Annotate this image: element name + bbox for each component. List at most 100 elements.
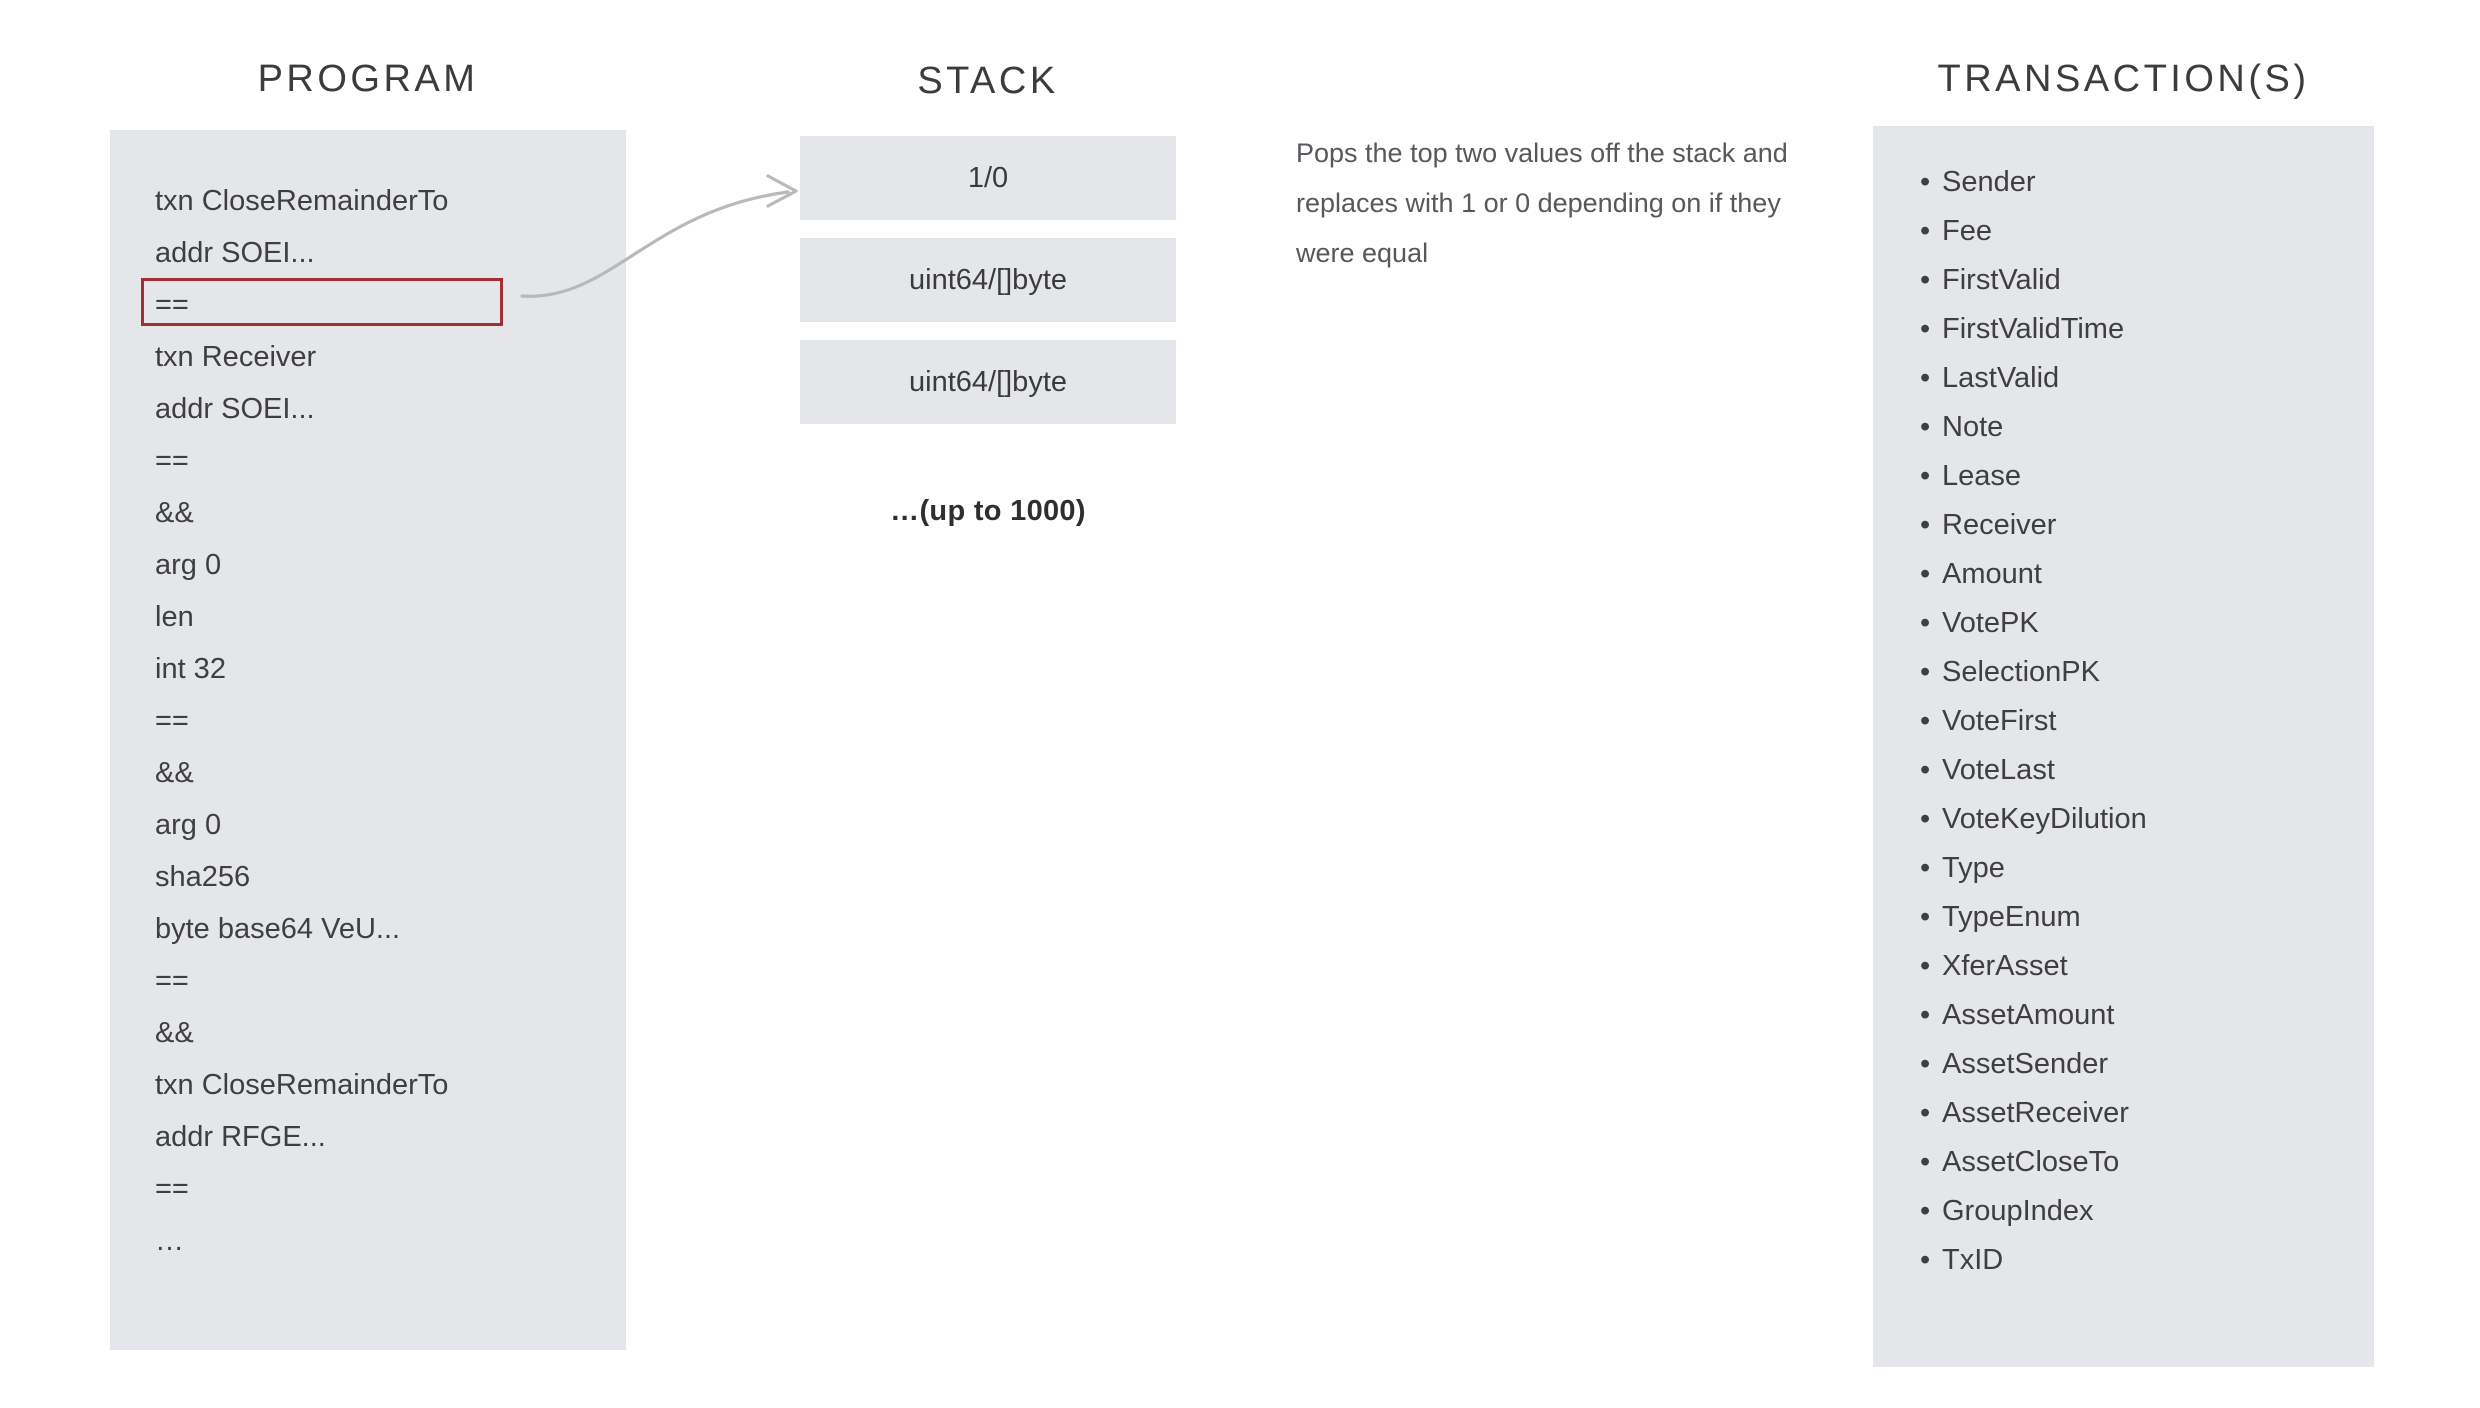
transaction-field: • SelectionPK bbox=[1920, 648, 2360, 697]
transaction-field: • LastValid bbox=[1920, 354, 2360, 403]
bullet-icon: • bbox=[1920, 460, 1931, 492]
transactions-panel bbox=[1873, 126, 2374, 1367]
transaction-field-label: Lease bbox=[1942, 460, 2022, 492]
program-column-title: PROGRAM bbox=[257, 58, 479, 100]
transaction-field: • Sender bbox=[1920, 158, 2360, 207]
transaction-field-label: Amount bbox=[1942, 558, 2042, 590]
bullet-icon: • bbox=[1920, 705, 1931, 737]
transaction-field-label: VoteFirst bbox=[1942, 705, 2057, 737]
bullet-icon: • bbox=[1920, 607, 1931, 639]
program-instruction: arg 0 bbox=[155, 809, 222, 841]
transaction-field-label: AssetCloseTo bbox=[1942, 1146, 2120, 1178]
transaction-field-label: AssetAmount bbox=[1942, 999, 2115, 1031]
program-instruction: sha256 bbox=[155, 861, 251, 893]
transactions-column-title: TRANSACTION(S) bbox=[1937, 58, 2310, 100]
program-instruction: addr SOEI... bbox=[155, 237, 315, 269]
program-instruction: arg 0 bbox=[155, 549, 222, 581]
bullet-icon: • bbox=[1920, 1244, 1931, 1276]
bullet-icon: • bbox=[1920, 558, 1931, 590]
program-instruction: len bbox=[155, 601, 194, 633]
transaction-field-label: VoteKeyDilution bbox=[1942, 803, 2147, 835]
transaction-field-label: AssetSender bbox=[1942, 1048, 2109, 1080]
bullet-icon: • bbox=[1920, 803, 1931, 835]
bullet-icon: • bbox=[1920, 999, 1931, 1031]
transaction-field: • Note bbox=[1920, 403, 2360, 452]
bullet-icon: • bbox=[1920, 509, 1931, 541]
transaction-field-label: SelectionPK bbox=[1942, 656, 2100, 688]
program-panel bbox=[110, 130, 626, 1350]
transaction-field: • Fee bbox=[1920, 207, 2360, 256]
program-instruction: addr SOEI... bbox=[155, 393, 315, 425]
transaction-field: • Receiver bbox=[1920, 501, 2360, 550]
bullet-icon: • bbox=[1920, 1048, 1931, 1080]
stack-slot-list: 1/0 uint64/[]byte uint64/[]byte bbox=[800, 136, 1176, 442]
transaction-field: • VoteLast bbox=[1920, 746, 2360, 795]
bullet-icon: • bbox=[1920, 852, 1931, 884]
program-instruction: && bbox=[155, 1017, 194, 1049]
transaction-field: • Amount bbox=[1920, 550, 2360, 599]
bullet-icon: • bbox=[1920, 1195, 1931, 1227]
program-instruction: && bbox=[155, 757, 194, 789]
bullet-icon: • bbox=[1920, 215, 1931, 247]
bullet-icon: • bbox=[1920, 1097, 1931, 1129]
program-instruction: && bbox=[155, 497, 194, 529]
transaction-field: • FirstValidTime bbox=[1920, 305, 2360, 354]
program-instruction: … bbox=[155, 1225, 186, 1257]
transaction-field-label: Type bbox=[1942, 852, 2005, 884]
transaction-field-label: Sender bbox=[1942, 166, 2036, 198]
program-instruction: txn CloseRemainderTo bbox=[155, 185, 449, 217]
program-instruction: byte base64 VeU... bbox=[155, 913, 401, 945]
program-instruction: txn Receiver bbox=[155, 341, 317, 373]
program-instruction: == bbox=[155, 445, 189, 477]
transaction-field: • VoteFirst bbox=[1920, 697, 2360, 746]
program-instruction: == bbox=[155, 965, 189, 997]
transaction-field: • AssetSender bbox=[1920, 1040, 2360, 1089]
bullet-icon: • bbox=[1920, 166, 1931, 198]
transaction-field-label: Note bbox=[1942, 411, 2004, 443]
bullet-icon: • bbox=[1920, 264, 1931, 296]
connector-arrow bbox=[520, 174, 798, 298]
transaction-field: • TxID bbox=[1920, 1236, 2360, 1285]
stack-slot: uint64/[]byte bbox=[800, 238, 1176, 322]
bullet-icon: • bbox=[1920, 754, 1931, 786]
bullet-icon: • bbox=[1920, 362, 1931, 394]
transaction-field-label: XferAsset bbox=[1942, 950, 2068, 982]
transaction-field-label: LastValid bbox=[1942, 362, 2060, 394]
stack-column-title: STACK bbox=[917, 60, 1059, 102]
transaction-field: • AssetAmount bbox=[1920, 991, 2360, 1040]
bullet-icon: • bbox=[1920, 901, 1931, 933]
transaction-field: • GroupIndex bbox=[1920, 1187, 2360, 1236]
transaction-field: •AssetReceiver bbox=[1920, 1089, 2360, 1138]
bullet-icon: • bbox=[1920, 313, 1931, 345]
stack-slot: uint64/[]byte bbox=[800, 340, 1176, 424]
transaction-field: •VotePK bbox=[1920, 599, 2360, 648]
program-instruction: addr RFGE... bbox=[155, 1121, 326, 1153]
transaction-field: • TypeEnum bbox=[1920, 893, 2360, 942]
transaction-field-label: FirstValidTime bbox=[1942, 313, 2125, 345]
bullet-icon: • bbox=[1920, 411, 1931, 443]
program-instruction-list: txn CloseRemainderTo addr SOEI... == txn Re… bbox=[141, 175, 625, 1267]
transaction-field: • AssetCloseTo bbox=[1920, 1138, 2360, 1187]
program-instruction: == bbox=[155, 1173, 189, 1205]
stack-capacity-caption: …(up to 1000) bbox=[890, 495, 1086, 527]
transaction-field-label: TypeEnum bbox=[1942, 901, 2081, 933]
program-instruction: int 32 bbox=[155, 653, 226, 685]
program-instruction: txn CloseRemainderTo bbox=[155, 1069, 449, 1101]
transaction-field: • Type bbox=[1920, 844, 2360, 893]
transaction-field-label: FirstValid bbox=[1942, 264, 2061, 296]
opcode-description-note: Pops the top two values off the stack an… bbox=[1296, 138, 1788, 268]
transaction-field-label: VoteLast bbox=[1942, 754, 2055, 786]
transaction-field: •XferAsset bbox=[1920, 942, 2360, 991]
transaction-field: • Lease bbox=[1920, 452, 2360, 501]
program-instruction: == bbox=[155, 705, 189, 737]
transaction-field: • FirstValid bbox=[1920, 256, 2360, 305]
transaction-field-label: GroupIndex bbox=[1942, 1195, 2094, 1227]
bullet-icon: • bbox=[1920, 656, 1931, 688]
transaction-field-label: Fee bbox=[1942, 215, 1992, 247]
bullet-icon: • bbox=[1920, 1146, 1931, 1178]
transaction-field-label: TxID bbox=[1942, 1244, 2004, 1276]
stack-slot-top: 1/0 bbox=[800, 136, 1176, 220]
transaction-field-list: • Sender • Fee • FirstValid • FirstValidTime • La… bbox=[1920, 158, 2360, 1285]
transaction-field-label: Receiver bbox=[1942, 509, 2057, 541]
